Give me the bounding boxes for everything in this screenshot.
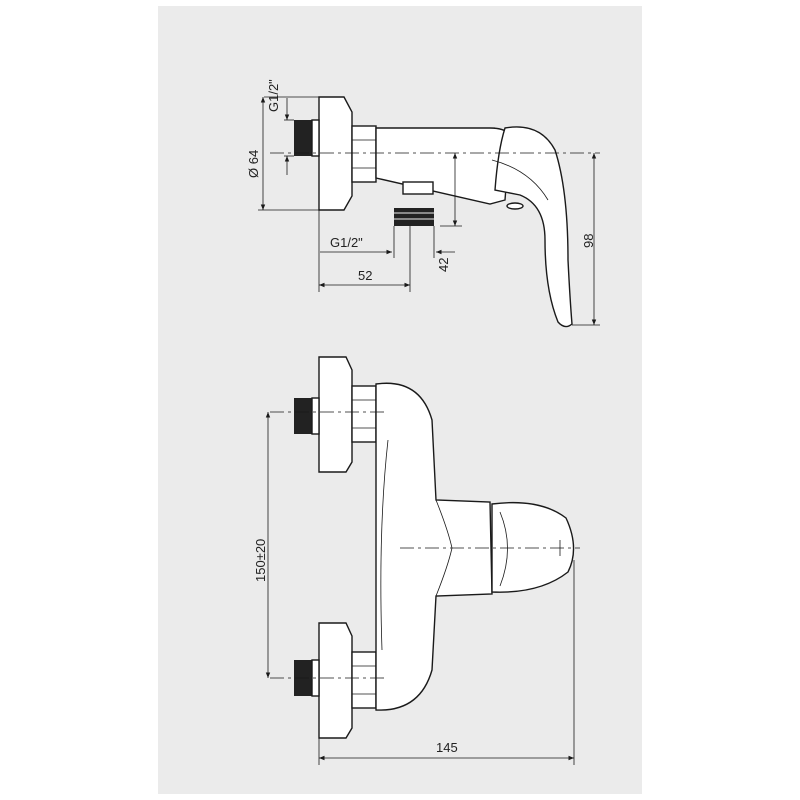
front-lever <box>491 501 575 593</box>
dim-spacing-label: 150±20 <box>253 539 268 582</box>
side-view: G1/2" Ø 64 G1/2" 52 42 98 <box>246 79 600 328</box>
diameter-label: Ø 64 <box>246 150 261 178</box>
thread-top-label: G1/2" <box>266 79 281 112</box>
outlet-stub <box>402 181 434 195</box>
dim-depth-label: 52 <box>358 268 372 283</box>
thread-outlet-label: G1/2" <box>330 235 363 250</box>
dim-outlet-height-label: 42 <box>436 258 451 272</box>
wall-flange <box>318 96 353 211</box>
dim-width-label: 145 <box>436 740 458 755</box>
inlet-thread <box>294 120 312 156</box>
lever-handle <box>494 126 573 328</box>
mixer-body <box>375 127 511 205</box>
dim-height-label: 98 <box>581 234 596 248</box>
front-mixer-body <box>375 382 493 711</box>
bottom-flange <box>318 622 353 739</box>
front-view: 150±20 145 <box>253 356 580 765</box>
top-inlet-thread <box>294 398 312 434</box>
top-flange <box>318 356 353 473</box>
outlet-thread <box>394 208 434 226</box>
hex-nut <box>351 125 377 183</box>
